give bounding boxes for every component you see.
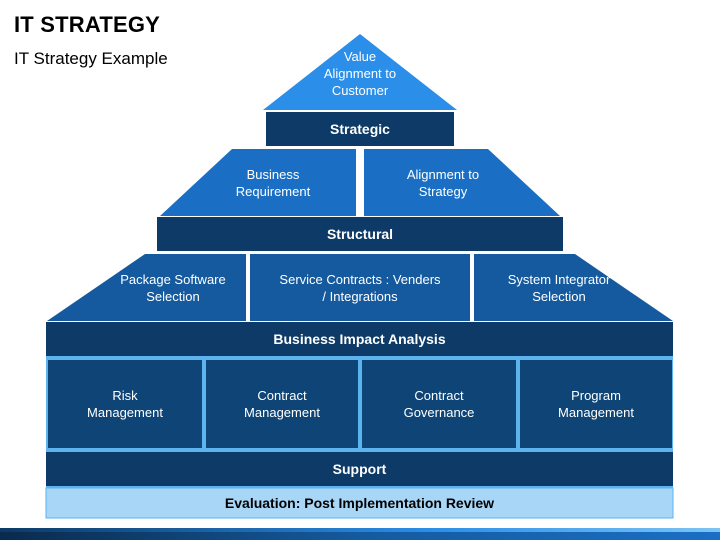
evaluation-label: Evaluation: Post Implementation Review xyxy=(224,494,495,511)
support-label: Support xyxy=(332,460,387,477)
business-requirement-label: Business Requirement xyxy=(235,166,311,199)
system-integrator-box xyxy=(474,254,673,321)
package-software-box xyxy=(47,254,246,321)
support-bar xyxy=(46,452,673,486)
structural-label: Structural xyxy=(326,225,394,242)
risk-management-label: Risk Management xyxy=(87,388,163,420)
structural-bar xyxy=(157,217,563,251)
business-impact-label: Business Impact Analysis xyxy=(273,330,446,347)
footer-strip-light xyxy=(0,528,720,532)
system-integrator-label: System Integrator Selection xyxy=(507,271,611,304)
alignment-strategy-box xyxy=(364,149,560,216)
business-impact-bar xyxy=(46,322,673,356)
apex-label: Value Alignment to Customer xyxy=(323,48,397,98)
footer-strip-dark xyxy=(0,532,720,540)
evaluation-bar xyxy=(45,487,674,519)
package-software-label: Package Software Selection xyxy=(120,271,226,304)
service-contracts-box xyxy=(250,254,470,321)
service-contracts-label: Service Contracts : Venders / Integratio… xyxy=(279,271,441,304)
apex-triangle xyxy=(263,34,457,110)
page-title: IT STRATEGY xyxy=(14,12,161,37)
contract-management-label: Contract Management xyxy=(244,388,320,420)
strategic-bar xyxy=(266,112,454,146)
contract-governance-label: Contract Governance xyxy=(403,388,475,420)
contract-governance-box xyxy=(362,360,516,448)
program-management-box xyxy=(520,360,672,448)
alignment-strategy-label: Alignment to Strategy xyxy=(406,166,480,199)
strategic-label: Strategic xyxy=(330,120,390,137)
risk-management-box xyxy=(48,360,202,448)
program-management-label: Program Management xyxy=(558,388,634,420)
page-subtitle: IT Strategy Example xyxy=(14,49,168,68)
business-requirement-box xyxy=(160,149,356,216)
contract-management-box xyxy=(206,360,358,448)
